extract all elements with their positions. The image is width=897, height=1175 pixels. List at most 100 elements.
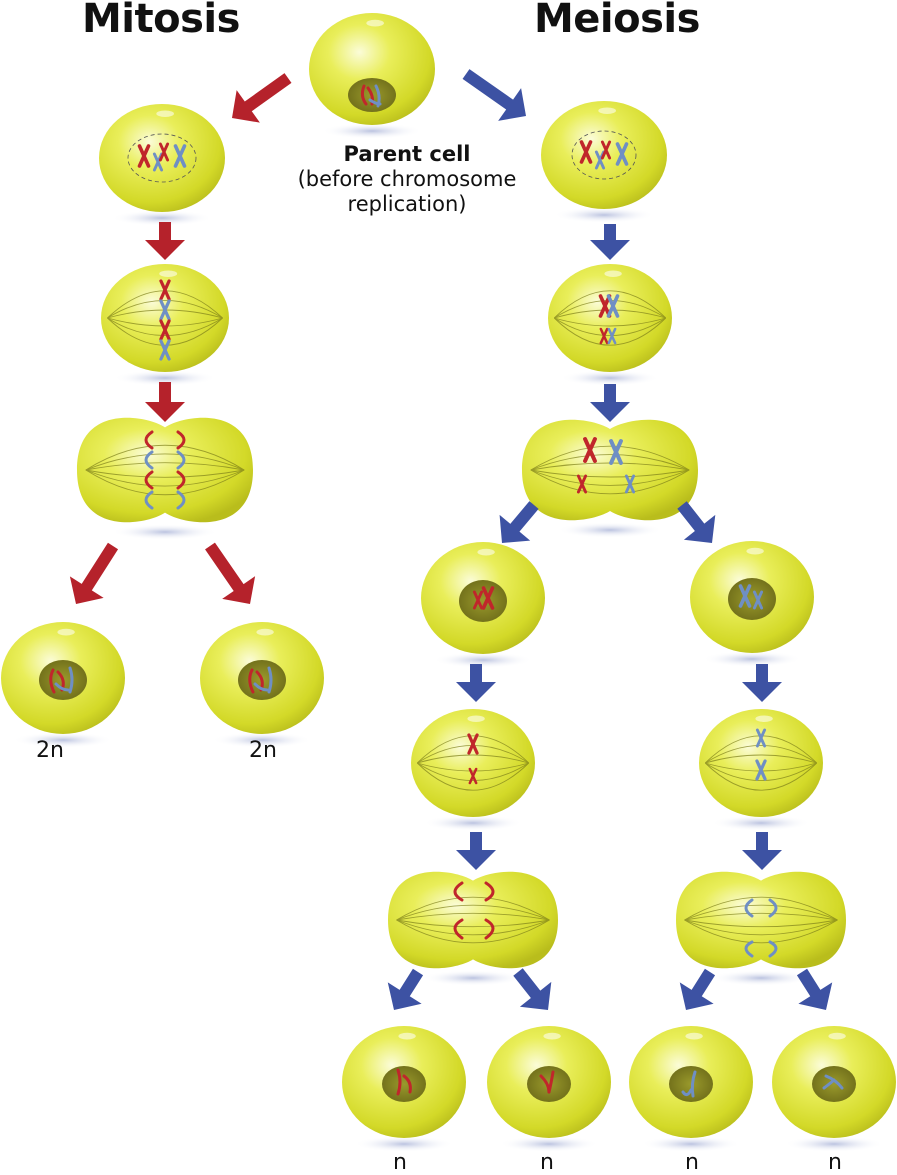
- cell-highlight: [755, 715, 773, 722]
- chromosome: [615, 142, 629, 166]
- cell-shadow: [354, 1136, 454, 1152]
- arrow-icon: [231, 73, 292, 123]
- nucleus: [728, 578, 776, 620]
- chromosome: [624, 474, 636, 494]
- chromosome: [481, 586, 495, 610]
- ploidy-label-mitosis-1: 2n: [36, 738, 64, 763]
- spindle-fibers: [684, 896, 838, 944]
- chromosome: [159, 319, 171, 341]
- arrow-icon: [742, 832, 782, 870]
- arrow-icon: [499, 501, 539, 544]
- mitosis-title: Mitosis: [82, 0, 240, 42]
- mitosis-arrow-1: [231, 73, 292, 123]
- meiosis-metaphase-i-cell: [548, 264, 672, 372]
- chromatid: [68, 666, 74, 694]
- parent-cell-subtitle-1: (before chromosome: [297, 167, 517, 191]
- cell-highlight: [746, 547, 764, 555]
- chromatid: [267, 666, 273, 694]
- arrow-icon: [387, 968, 424, 1010]
- nuclear-envelope: [127, 133, 197, 183]
- chromosome: [173, 144, 187, 168]
- cell-highlight: [256, 628, 274, 636]
- cell-highlight: [366, 19, 384, 27]
- meiosis-arrow-7: [742, 664, 782, 702]
- chromatid: [744, 898, 754, 918]
- cell-highlight: [159, 270, 178, 277]
- cell-shadow: [702, 651, 802, 667]
- chromatid: [484, 918, 495, 940]
- arrow-icon: [145, 382, 185, 422]
- cell-shadow: [499, 1136, 599, 1152]
- meiosis-arrow-3: [590, 384, 630, 422]
- cell-membrane: [676, 871, 846, 969]
- cell-highlight: [685, 1032, 703, 1040]
- chromatid: [768, 940, 778, 958]
- ploidy-label-meiosis-4: n: [828, 1150, 842, 1175]
- meiosis-gamete-cell-3: [629, 1026, 753, 1138]
- chromatid: [453, 881, 464, 902]
- cell-highlight: [543, 1032, 561, 1040]
- chromosome: [468, 767, 478, 785]
- cell-highlight: [828, 1032, 846, 1040]
- spindle-fibers: [107, 290, 223, 346]
- mitosis-arrow-3: [145, 382, 185, 422]
- meiosis-arrow-1: [462, 69, 526, 121]
- cell-membrane: [388, 871, 558, 969]
- cell-highlight: [604, 270, 622, 277]
- mitosis-arrow-4: [69, 542, 119, 604]
- arrow-icon: [145, 222, 185, 260]
- chromatid: [690, 1070, 697, 1098]
- meiosis-arrow-2: [590, 224, 630, 260]
- meiosis-anaphase-i-cell: [522, 419, 698, 521]
- mitosis-arrow-2: [145, 222, 185, 260]
- mitosis-anaphase-cell: [77, 417, 253, 523]
- chromosome: [159, 339, 171, 361]
- spindle-fibers: [396, 896, 550, 944]
- cell-shadow: [553, 207, 655, 223]
- arrow-icon: [513, 968, 552, 1011]
- chromosome: [158, 142, 170, 162]
- chromatid: [144, 450, 154, 470]
- ploidy-label-meiosis-1: n: [393, 1150, 407, 1175]
- parent-cell: [309, 13, 435, 125]
- chromatid: [822, 1078, 836, 1090]
- nucleus: [812, 1066, 856, 1102]
- cell-highlight: [598, 107, 616, 114]
- chromosome: [752, 590, 764, 610]
- meiosis-arrow-13: [796, 968, 833, 1010]
- chromatid: [547, 1070, 555, 1094]
- chromatid: [368, 98, 382, 106]
- cell-shadow: [422, 970, 524, 986]
- chromatid: [681, 1088, 693, 1097]
- chromosome: [472, 590, 484, 610]
- meiosis-arrow-10: [387, 968, 424, 1010]
- meiosis-prophase-i-cell: [541, 101, 667, 209]
- meiosis-i-daughter-cell-1: [421, 542, 545, 654]
- nucleus: [459, 580, 507, 622]
- mitosis-arrow-5: [205, 542, 256, 605]
- chromatid: [248, 668, 255, 694]
- meiosis-gamete-cell-4: [772, 1026, 896, 1138]
- meiosis-ii-metaphase-cell-2: [699, 709, 823, 817]
- chromosome: [607, 327, 617, 345]
- meiosis-title: Meiosis: [534, 0, 700, 42]
- ploidy-label-meiosis-3: n: [685, 1150, 699, 1175]
- meiosis-ii-anaphase-cell-1: [388, 871, 558, 969]
- parent-cell-label: Parent cell (before chromosome replicati…: [282, 142, 532, 217]
- spindle-fibers: [530, 445, 690, 495]
- meiosis-arrow-11: [513, 968, 552, 1011]
- cell-highlight: [398, 1032, 416, 1040]
- chromosome: [137, 144, 151, 168]
- nucleus: [382, 1066, 426, 1102]
- arrow-icon: [796, 968, 833, 1010]
- meiosis-arrow-4: [499, 501, 539, 544]
- chromatid: [49, 668, 56, 694]
- chromatid: [768, 898, 778, 918]
- meiosis-gamete-cell-1: [342, 1026, 466, 1138]
- chromosome: [579, 140, 593, 164]
- meiosis-arrow-6: [456, 664, 496, 702]
- chromatid: [176, 490, 186, 510]
- cell-membrane: [101, 264, 229, 372]
- mitosis-daughter-cell-2: [200, 622, 324, 734]
